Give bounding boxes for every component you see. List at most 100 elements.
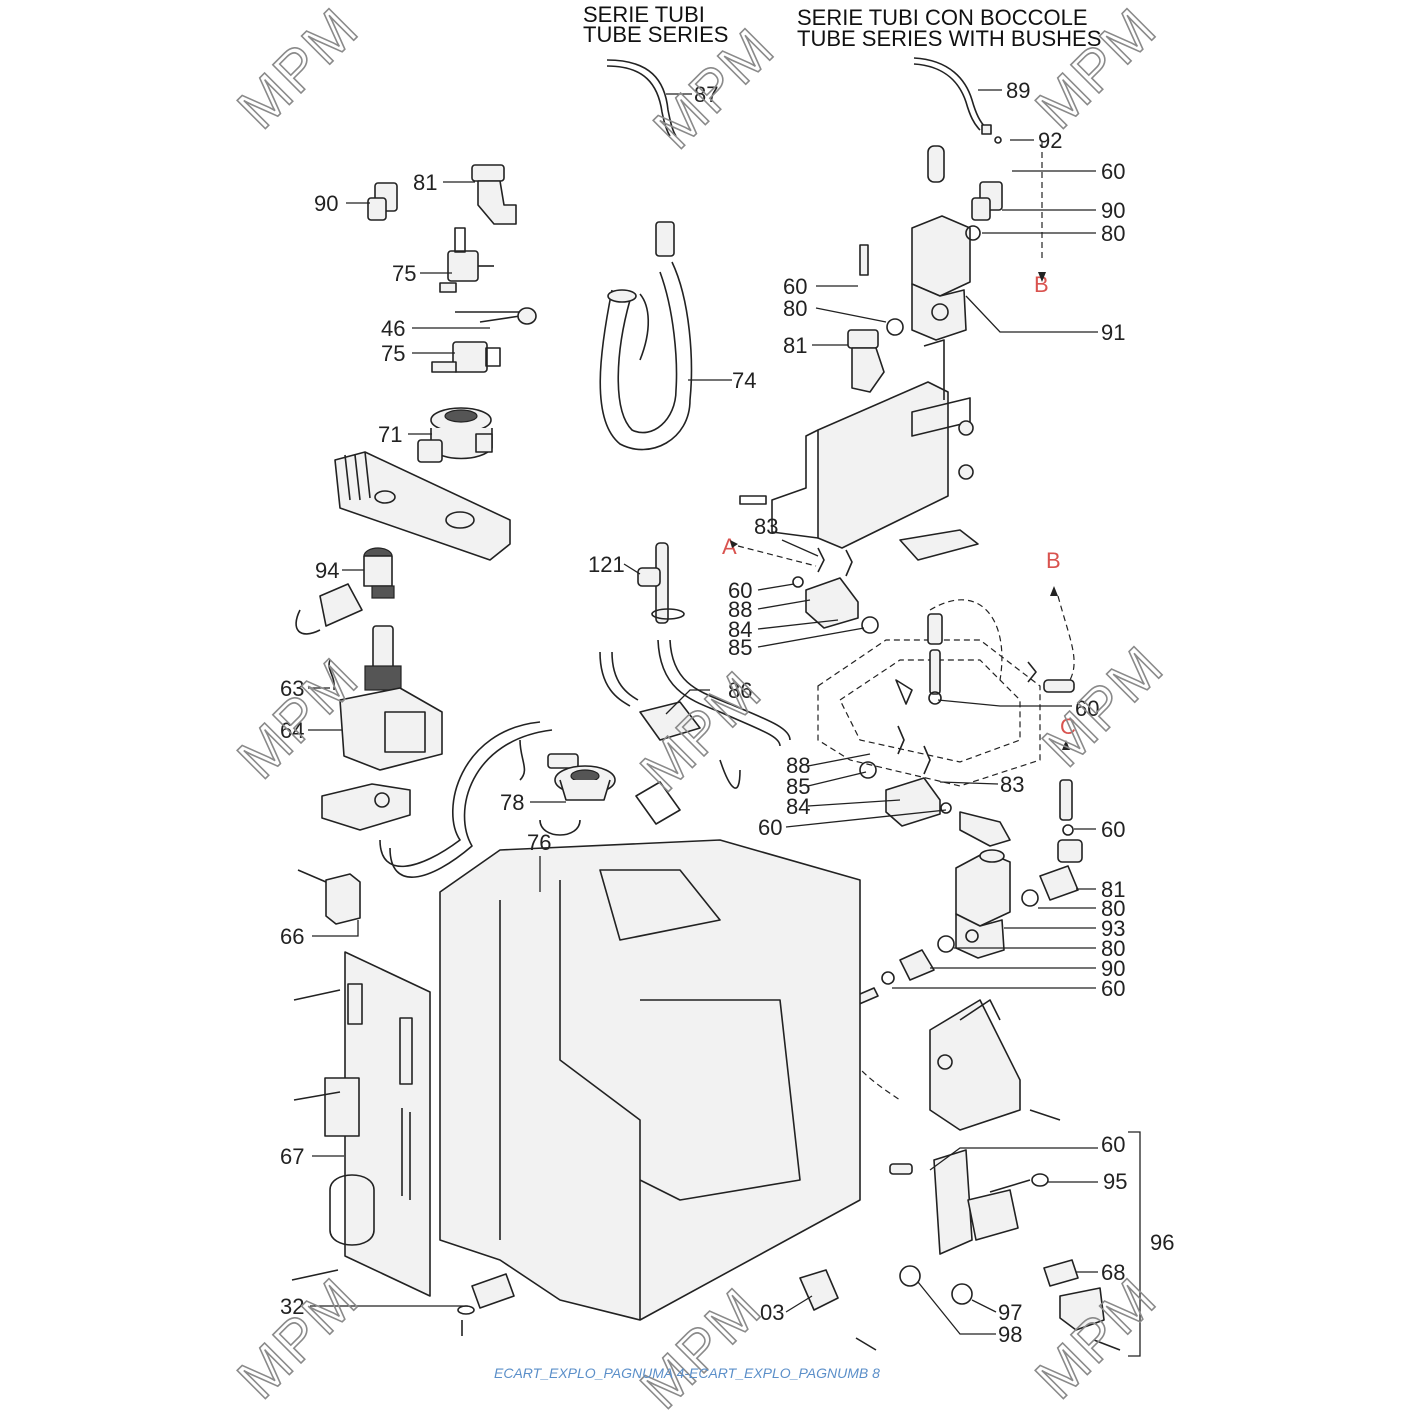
label-67: 67 — [280, 1144, 304, 1169]
label-60-c: 60 — [1101, 817, 1125, 842]
label-68: 68 — [1101, 1260, 1125, 1285]
label-75-bottom: 75 — [381, 341, 405, 366]
arrow-a-icon — [730, 540, 738, 548]
watermark-mpm: MPM — [225, 1265, 371, 1411]
label-32: 32 — [280, 1294, 304, 1319]
assembly-96-bracket — [1128, 1131, 1141, 1357]
label-60-a: 60 — [728, 578, 752, 603]
label-76: 76 — [527, 830, 551, 855]
label-93: 93 — [1101, 916, 1125, 941]
watermark-mpm: MPM — [1023, 1265, 1169, 1411]
boiler-hose-74 — [599, 221, 693, 451]
probe-46 — [455, 307, 537, 325]
label-85-top: 85 — [728, 635, 752, 660]
fittings-88-84-85-bottom — [859, 725, 1011, 847]
arrow-b-right-icon — [1050, 586, 1058, 596]
valve-78 — [547, 753, 616, 801]
label-86: 86 — [728, 678, 752, 703]
label-80-right-1: 80 — [1101, 896, 1125, 921]
label-83-top: 83 — [754, 514, 778, 539]
fittings-88-84-85-top — [792, 547, 879, 634]
label-75-top: 75 — [392, 261, 416, 286]
solenoid-valve-93 — [955, 849, 1011, 959]
label-88-bottom: 88 — [786, 753, 810, 778]
label-60-boiler: 60 — [1075, 696, 1099, 721]
connection-a-line — [737, 545, 817, 567]
label-60-bottom-left: 60 — [758, 815, 782, 840]
bracket-support — [929, 999, 1061, 1131]
control-board-67 — [291, 951, 431, 1297]
switch-32 — [457, 1273, 515, 1336]
bracket-66 — [297, 869, 361, 925]
fitting-90-left — [367, 182, 398, 221]
marker-c: C — [1060, 714, 1076, 739]
hose-segments-86 — [599, 639, 791, 789]
elbow-fitting-81-mid — [847, 329, 885, 393]
label-81-left: 81 — [413, 170, 437, 195]
label-84-top: 84 — [728, 617, 752, 642]
o-ring-92 — [994, 136, 1002, 144]
label-90-lower: 90 — [1101, 956, 1125, 981]
pressure-valve-71 — [417, 407, 493, 463]
bushes-series-title-en: TUBE SERIES WITH BUSHES — [797, 26, 1101, 51]
label-74: 74 — [732, 368, 756, 393]
label-80-right-2: 80 — [1101, 936, 1125, 961]
pin-60-right — [1027, 661, 1075, 693]
label-80-mid: 80 — [783, 296, 807, 321]
label-98: 98 — [998, 1322, 1022, 1347]
marker-b-top: B — [1034, 272, 1049, 297]
label-88-top: 88 — [728, 597, 752, 622]
diagram-reference-footer: ECART_EXPLO_PAGNUMA 4-ECART_EXPLO_PAGNUM… — [494, 1365, 880, 1381]
clip-03 — [799, 1269, 877, 1351]
label-60-mid: 60 — [783, 274, 807, 299]
label-92: 92 — [1038, 128, 1062, 153]
label-66: 66 — [280, 924, 304, 949]
label-84-bottom: 84 — [786, 794, 810, 819]
tube-89-with-bushes — [913, 57, 992, 135]
label-64: 64 — [280, 718, 304, 743]
o-ring-80-right-1 — [1021, 889, 1039, 907]
label-46: 46 — [381, 316, 405, 341]
t-fitting-121 — [637, 542, 685, 624]
boiler-block — [817, 599, 1041, 787]
o-ring-80-right-2 — [937, 935, 955, 953]
label-90-right: 90 — [1101, 198, 1125, 223]
microswitch-68 — [1043, 1259, 1121, 1351]
o-ring-80-mid — [886, 318, 904, 336]
leader-lines — [308, 89, 1098, 1335]
label-95: 95 — [1103, 1169, 1127, 1194]
label-121: 121 — [588, 552, 625, 577]
pump-64 — [321, 625, 443, 831]
connection-b-line-right — [1057, 595, 1075, 681]
label-96: 96 — [1150, 1230, 1174, 1255]
label-83-bottom: 83 — [1000, 772, 1024, 797]
label-89: 89 — [1006, 78, 1030, 103]
watermark-mpm: MPM — [225, 0, 371, 141]
arrow-b-top-icon — [1038, 272, 1046, 282]
thermostat-75-top — [439, 227, 494, 293]
label-63: 63 — [280, 676, 304, 701]
label-94: 94 — [315, 558, 339, 583]
tube-87 — [606, 59, 677, 137]
label-87: 87 — [694, 82, 718, 107]
bushes-series-title-it: SERIE TUBI CON BOCCOLE — [797, 5, 1088, 30]
water-tank-housing-76 — [439, 781, 861, 1321]
label-85-bottom: 85 — [786, 774, 810, 799]
o-ring-97 — [951, 1283, 973, 1305]
marker-a: A — [722, 534, 737, 559]
label-97: 97 — [998, 1300, 1022, 1325]
label-78: 78 — [500, 790, 524, 815]
clip-63 — [328, 659, 336, 691]
label-81-right: 81 — [1101, 877, 1125, 902]
pin-60-top — [859, 244, 869, 276]
hose-loop — [379, 721, 553, 878]
dispensing-assembly-96 — [889, 1149, 1049, 1255]
o-ring-80-top — [965, 225, 981, 241]
label-60-top-right: 60 — [1101, 159, 1125, 184]
fitting-90-lower — [899, 949, 935, 981]
thermostat-75-bottom — [431, 341, 501, 373]
solenoid-valve-91 — [911, 145, 971, 341]
fitting-90-right — [971, 181, 1003, 221]
o-ring-60-c — [1062, 824, 1074, 836]
